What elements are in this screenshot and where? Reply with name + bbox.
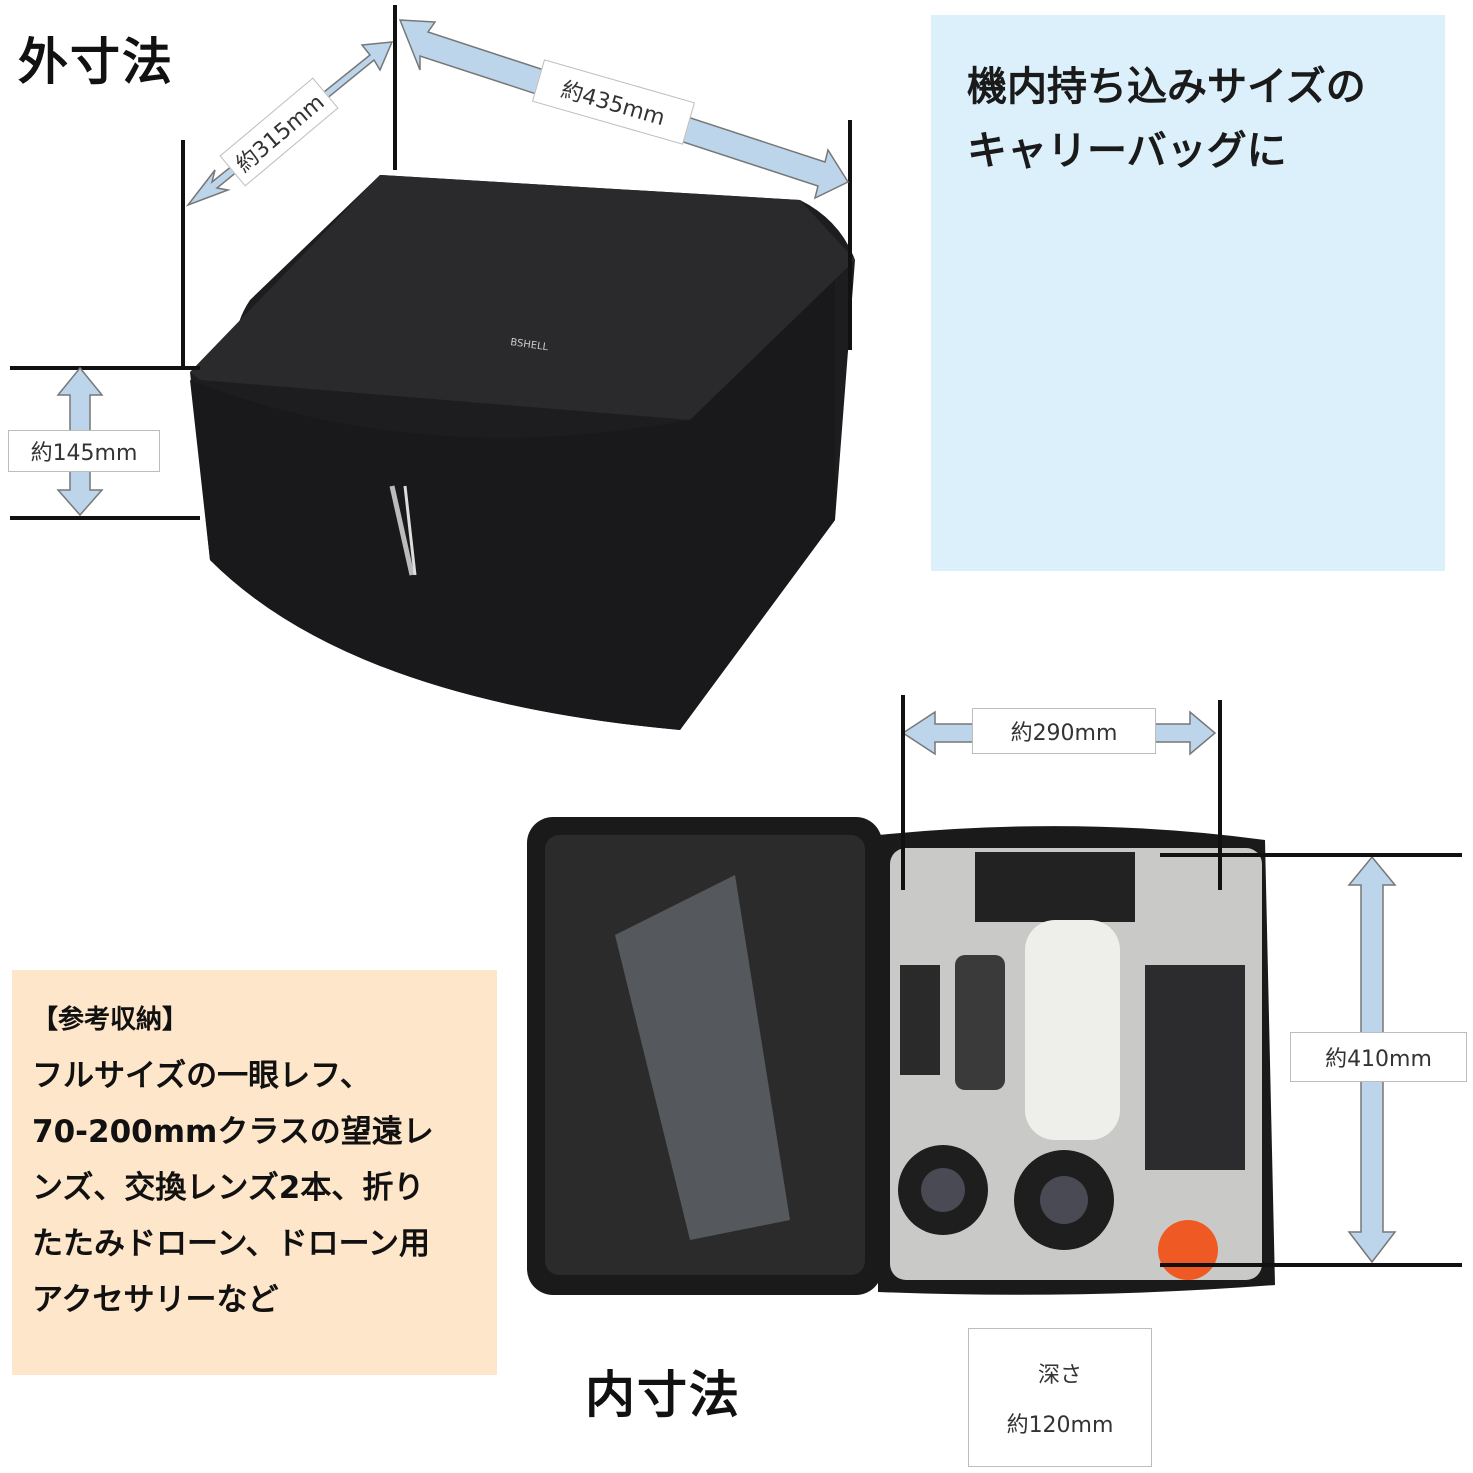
storage-line: アクセサリーなど (32, 1282, 279, 1318)
interior-title: 内寸法 (585, 1366, 741, 1424)
carry-on-line1: 機内持ち込みサイズの (967, 64, 1366, 110)
carry-on-panel: 機内持ち込みサイズの キャリーバッグに (931, 15, 1445, 571)
storage-heading: 【参考収納】 (32, 1005, 189, 1035)
storage-line: たたみドローン、ドローン用 (32, 1226, 431, 1262)
exterior-title: 外寸法 (18, 33, 174, 91)
interior-bag-image (527, 817, 1275, 1295)
storage-line: フルサイズの一眼レフ、 (32, 1058, 371, 1094)
dimension-lines (10, 5, 852, 520)
exterior-bag-image: BSHELL (190, 175, 855, 730)
depth-caption: 深さ (1037, 1362, 1082, 1388)
width-290-label: 約290mm (972, 708, 1156, 754)
depth-120-label: 深さ 約120mm (968, 1328, 1152, 1467)
brand-mark: BSHELL (510, 337, 550, 353)
interior-dimension-lines (901, 695, 1462, 1267)
height-410-label: 約410mm (1290, 1032, 1467, 1082)
depth-value: 約120mm (1006, 1412, 1114, 1438)
height-145-label: 約145mm (8, 430, 160, 472)
storage-line: 70-200mmクラスの望遠レ (32, 1114, 434, 1150)
storage-line: ンズ、交換レンズ2本、折り (32, 1170, 425, 1206)
carry-on-line2: キャリーバッグに (967, 128, 1287, 174)
storage-example-panel: 【参考収納】 フルサイズの一眼レフ、 70-200mmクラスの望遠レ ンズ、交換… (12, 970, 497, 1375)
